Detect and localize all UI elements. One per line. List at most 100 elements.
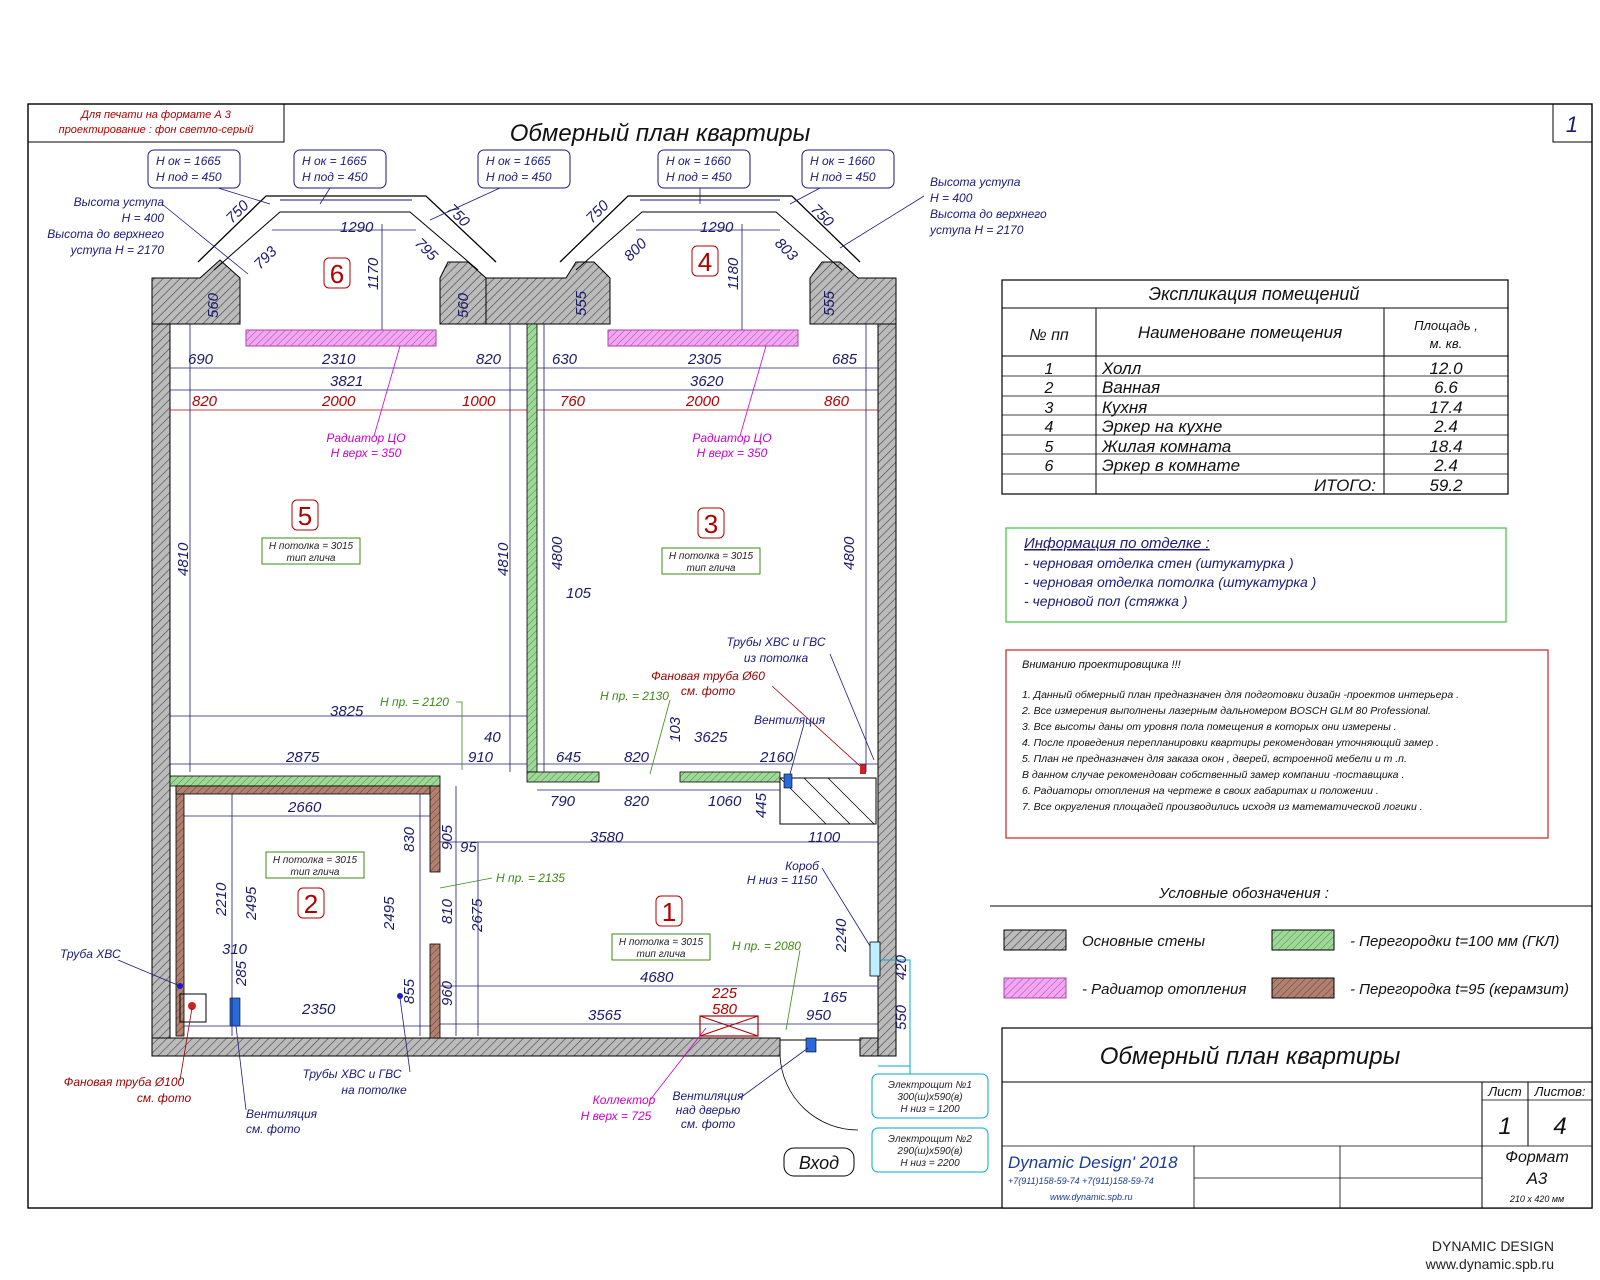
room-4-number: 4 [698, 247, 712, 277]
dim: 2310 [321, 351, 356, 368]
svg-text:на потолке: на потолке [341, 1083, 407, 1097]
dim: 830 [401, 826, 418, 852]
dim: 960 [439, 980, 456, 1006]
dim: 2210 [213, 882, 230, 917]
cold-pipe-label: Труба ХВС [60, 947, 121, 961]
svg-text:см. фото: см. фото [681, 684, 736, 698]
warning-item: В данном случае рекомендован собственный… [1022, 769, 1404, 781]
annotations: Радиатор ЦО Н верх = 350 Радиатор ЦО Н в… [60, 345, 989, 1177]
warning-item: 3. Все высоты даны от уровня пола помеще… [1022, 721, 1397, 733]
ventilation-kitchen [783, 773, 793, 789]
box-duct [869, 941, 881, 977]
dim: 645 [556, 749, 582, 766]
legend-gkl: - Перегородки t=100 мм (ГКЛ) [1350, 933, 1559, 950]
footer-brand: DYNAMIC DESIGN [1431, 1238, 1554, 1254]
dim: 560 [205, 292, 222, 318]
dimension-labels: 750 1290 750 793 795 1170 560 560 750 12… [175, 197, 910, 1030]
total-value: 59.2 [1429, 476, 1463, 495]
collector-label: Коллектор [593, 1093, 656, 1107]
dim: 803 [771, 235, 801, 265]
row-area: 2.4 [1433, 417, 1458, 436]
pipes-ceiling-label: Трубы ХВС и ГВС [726, 635, 825, 649]
print-note-line1: Для печати на формате А 3 [79, 109, 232, 121]
sheet-frame [27, 103, 1593, 1209]
svg-text:Н низ = 1150: Н низ = 1150 [747, 873, 818, 887]
svg-text:Н потолка = 3015: Н потолка = 3015 [669, 551, 754, 562]
dim: 550 [893, 1004, 910, 1030]
room-2-number: 2 [304, 889, 318, 919]
dim: 3821 [330, 373, 363, 390]
row-name: Эркер в комнате [1102, 456, 1240, 475]
row-area: 2.4 [1433, 456, 1458, 475]
svg-text:тип глича: тип глича [291, 867, 340, 878]
svg-text:Н низ = 2200: Н низ = 2200 [900, 1158, 960, 1169]
ventilation-bath [229, 997, 241, 1027]
explication-title: Экспликация помещений [1149, 284, 1360, 304]
row-area: 12.0 [1429, 359, 1463, 378]
warning-item: 4. После проведения перепланировки кварт… [1022, 737, 1439, 749]
dim: 793 [251, 243, 281, 273]
row-num: 1 [1045, 361, 1054, 378]
row-name: Эркер на кухне [1102, 417, 1222, 436]
print-note-line2: проектирование : фон светло-серый [59, 124, 254, 136]
radiator-left [245, 329, 437, 347]
dim: 910 [468, 749, 494, 766]
svg-text:Высота до верхнего: Высота до верхнего [930, 207, 1047, 221]
dim: 95 [460, 839, 477, 856]
row-num: 5 [1045, 439, 1054, 456]
ledge-note-left: Высота уступа Н = 400 Высота до верхнего… [47, 195, 164, 257]
dim: 4810 [495, 542, 512, 576]
window-leaders [161, 187, 925, 275]
dim: 800 [621, 235, 651, 265]
legend: Условные обозначения : Основные стены - … [990, 885, 1592, 999]
legend-title: Условные обозначения : [1158, 885, 1329, 902]
col-area-header: Площадь , [1414, 318, 1478, 333]
sheets-value: 4 [1553, 1113, 1566, 1140]
svg-text:Высота уступа: Высота уступа [74, 195, 165, 209]
dim: 2305 [687, 351, 722, 368]
dim: 1180 [725, 257, 742, 290]
panel2-label: Электрощит №2 [888, 1134, 972, 1145]
warning-item: 1. Данный обмерный план предназначен для… [1022, 689, 1459, 701]
sheets-label: Листов: [1534, 1084, 1586, 1099]
dim: 905 [439, 824, 456, 850]
window-h-ok: Н ок = 1665 [156, 154, 221, 168]
main-walls [151, 195, 897, 1057]
ceramsite-partitions [175, 785, 441, 1039]
dim-red: 580 [712, 1001, 738, 1018]
collector [699, 1015, 759, 1037]
radiator-right-label: Радиатор ЦО [692, 431, 771, 445]
ventilation-door-label: Вентиляция [672, 1089, 744, 1103]
warning-box: Вниманию проектировщика !!! 1. Данный об… [1005, 649, 1549, 839]
svg-text:Н верх = 350: Н верх = 350 [331, 446, 402, 460]
sheet-number: 1 [1566, 112, 1578, 137]
legend-gkl-swatch [1271, 929, 1335, 951]
svg-text:Высота до верхнего: Высота до верхнего [47, 227, 164, 241]
dim-red: 820 [192, 393, 218, 410]
dim: 750 [583, 197, 613, 227]
legend-radiator: - Радиатор отопления [1082, 981, 1246, 998]
dim: 2675 [469, 898, 486, 933]
svg-text:Н низ = 1200: Н низ = 1200 [900, 1104, 960, 1115]
dim: 2160 [759, 749, 794, 766]
dim: 555 [573, 290, 590, 316]
dim: 690 [188, 351, 214, 368]
window-h-ok: Н ок = 1665 [302, 154, 367, 168]
dim: 810 [439, 898, 456, 924]
dim: 2350 [301, 1001, 336, 1018]
dim: 445 [753, 792, 770, 818]
svg-text:см. фото: см. фото [681, 1117, 736, 1131]
window-h-ok: Н ок = 1660 [666, 154, 731, 168]
svg-text:тип глича: тип глича [287, 553, 336, 564]
svg-text:см. фото: см. фото [137, 1091, 192, 1105]
title-block-title: Обмерный план квартиры [1100, 1043, 1401, 1070]
warning-item: 6. Радиаторы отопления на чертеже в свои… [1022, 785, 1379, 797]
dim: 820 [624, 793, 650, 810]
svg-text:Высота уступа: Высота уступа [930, 175, 1021, 189]
dim: 3565 [588, 1007, 622, 1024]
dim: 1290 [700, 219, 734, 236]
entrance-door [779, 1039, 861, 1056]
dim: 630 [552, 351, 578, 368]
dim: 950 [806, 1007, 832, 1024]
